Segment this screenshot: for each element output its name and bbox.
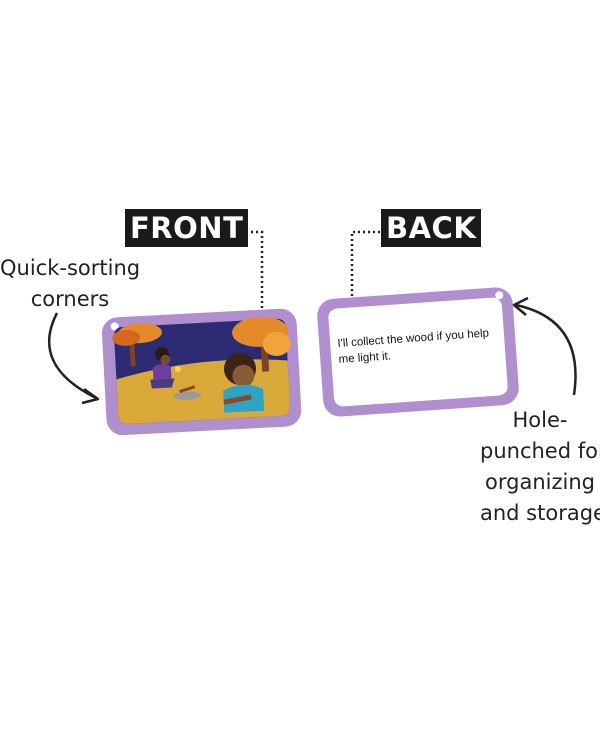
callout-line: Quick-sorting — [0, 256, 141, 280]
front-label: FRONT — [125, 209, 249, 247]
back-label: BACK — [381, 209, 482, 247]
back-leader-line — [350, 230, 380, 300]
callout-line: organizing — [485, 470, 595, 494]
arrow-to-corners — [47, 312, 100, 405]
front-leader-line — [236, 230, 264, 318]
arrow-to-hole — [512, 296, 577, 396]
front-card — [101, 308, 302, 436]
callout-line: corners — [30, 287, 110, 311]
back-card — [317, 287, 519, 417]
callout-quick-sorting-corners: Quick-sorting corners — [0, 253, 140, 315]
callout-line: and storage — [480, 501, 600, 525]
callout-line: Hole- — [512, 408, 568, 432]
callout-hole-punched: Hole- punched for organizing and storage — [480, 405, 600, 529]
callout-line: punched for — [480, 439, 600, 463]
